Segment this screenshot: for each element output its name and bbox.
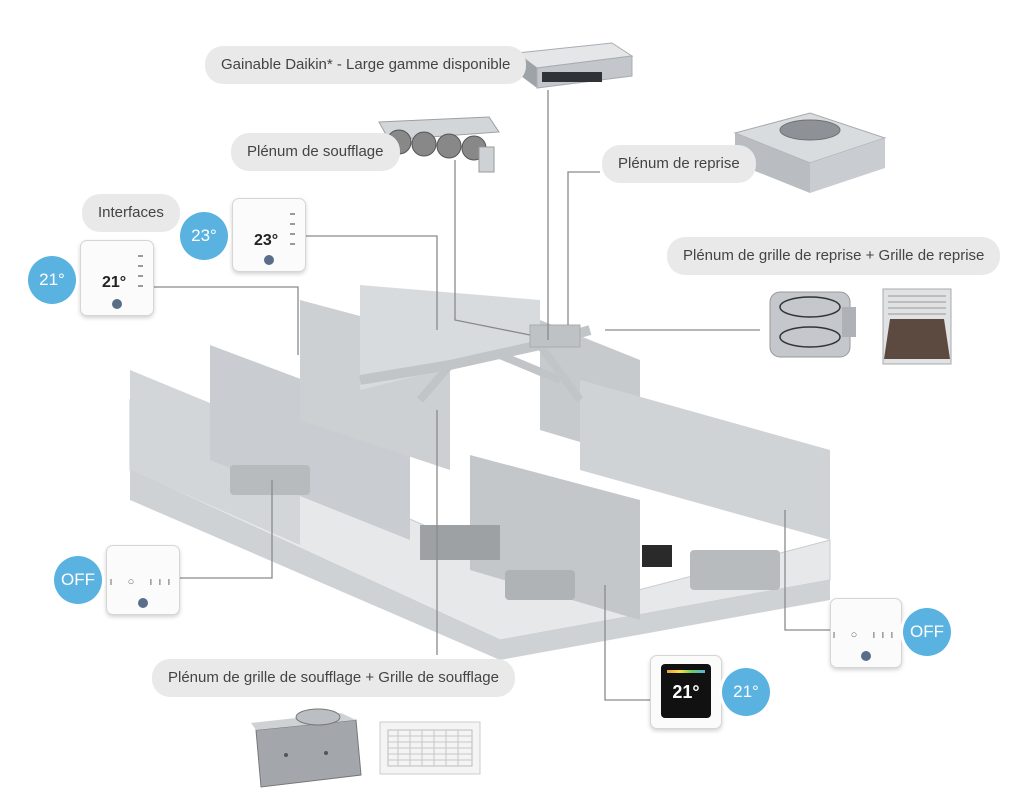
thermostat-top-screen: 23°	[247, 215, 284, 257]
connector-thermo-left	[152, 286, 299, 355]
thermostat-color-display: 21°	[661, 664, 711, 718]
plenum-grille-soufflage-image	[251, 708, 362, 788]
bubble-right-off: OFF	[903, 608, 951, 656]
thermostat-off-left: ı ○ ııı	[106, 545, 180, 615]
temperature-scale-bar	[667, 670, 705, 673]
thermostat-top-reading: 23°	[254, 231, 279, 249]
sofa-mid	[505, 570, 575, 600]
label-gainable: Gainable Daikin* - Large gamme disponibl…	[205, 46, 527, 84]
thermostat-top: 23°	[232, 198, 306, 272]
wall-right	[580, 380, 830, 540]
brand-logo-icon	[112, 299, 122, 309]
wall-back-mid	[360, 285, 540, 390]
brand-logo-icon	[138, 598, 148, 608]
bubble-bottom-color: 21°	[722, 668, 770, 716]
gainable-unit-image	[515, 42, 634, 89]
house-base	[130, 470, 830, 660]
connector-thermo-top	[305, 235, 438, 330]
tv	[642, 545, 672, 567]
connector-off-right	[784, 510, 830, 631]
brand-logo-icon	[861, 651, 871, 661]
plenum-reprise-image	[733, 112, 887, 193]
bubble-top-thermostat: 23°	[180, 212, 228, 260]
thermostat-left-reading: 21°	[102, 274, 127, 292]
label-plenum-soufflage: Plénum de soufflage	[231, 133, 400, 171]
thermostat-color-reading: 21°	[672, 682, 700, 702]
bubble-left-off: OFF	[54, 556, 102, 604]
bubble-left-thermostat: 21°	[28, 256, 76, 304]
grille-reprise-image	[882, 288, 952, 365]
connector-plenum-soufflage	[454, 160, 531, 336]
ceiling-unit	[529, 324, 581, 348]
label-plenum-reprise: Plénum de reprise	[602, 145, 756, 183]
bed-right	[690, 550, 780, 590]
thermostat-left: 21°	[80, 240, 154, 316]
thermostat-off-right: ı ○ ııı	[830, 598, 902, 668]
plenum-grille-reprise-image	[769, 291, 856, 358]
button-dots-icon	[290, 213, 295, 253]
label-interfaces: Interfaces	[82, 194, 180, 232]
table	[420, 525, 500, 560]
duct-branch-back	[498, 351, 562, 384]
grille-soufflage-image	[379, 721, 481, 775]
thermostat-left-screen: 21°	[95, 257, 132, 300]
control-buttons-icon: ı ○ ııı	[109, 575, 177, 588]
thermostat-color: 21°	[650, 655, 722, 729]
duct-branch-left	[416, 362, 454, 403]
brand-logo-icon	[264, 255, 274, 265]
duct-branch-right	[536, 342, 584, 403]
button-dots-icon	[138, 255, 143, 295]
connector-off-left	[178, 480, 273, 579]
label-grille-soufflage: Plénum de grille de soufflage + Grille d…	[152, 659, 515, 697]
sofa-left	[230, 465, 310, 495]
wall-left-room	[210, 345, 410, 540]
connector-plenum-reprise	[567, 171, 600, 325]
control-buttons-icon: ı ○ ııı	[832, 628, 900, 641]
label-grille-reprise: Plénum de grille de reprise + Grille de …	[667, 237, 1001, 275]
connector-color	[604, 585, 650, 701]
